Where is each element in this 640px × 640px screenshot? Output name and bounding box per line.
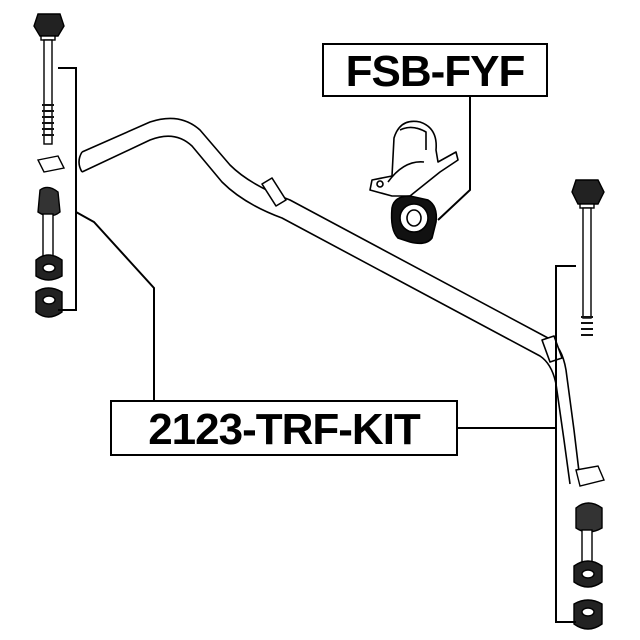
stabilizer-bar-icon <box>78 117 581 485</box>
stabilizer-bushing-icon <box>390 195 438 245</box>
right-stabilizer-link-icon <box>571 179 605 630</box>
left-stabilizer-link-icon <box>33 13 66 318</box>
bushing-part-number-label: FSB-FYF <box>322 43 548 97</box>
leader-lines <box>58 67 576 623</box>
link-kit-part-number-label: 2123-TRF-KIT <box>110 400 458 456</box>
bushing-bracket-icon <box>369 120 459 197</box>
